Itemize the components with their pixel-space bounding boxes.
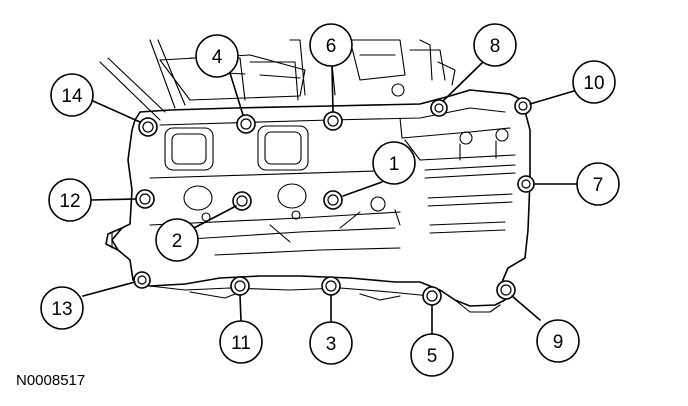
svg-text:7: 7	[593, 175, 604, 196]
svg-text:1: 1	[389, 154, 400, 175]
callout-8: 8	[473, 23, 517, 67]
bolt-5	[422, 286, 442, 306]
svg-text:6: 6	[326, 36, 337, 57]
svg-text:11: 11	[231, 333, 251, 354]
callout-14: 14	[50, 73, 94, 117]
bolt-3	[321, 276, 341, 296]
bolt-2	[232, 191, 252, 211]
bolt-7	[517, 175, 535, 193]
callout-13: 13	[40, 286, 84, 330]
callout-10: 10	[572, 60, 616, 104]
svg-text:3: 3	[326, 334, 337, 355]
svg-text:2: 2	[172, 231, 183, 252]
engine-background	[99, 39, 456, 121]
svg-text:10: 10	[583, 73, 604, 94]
callout-1: 1	[372, 141, 416, 185]
bolt-4	[236, 114, 256, 134]
svg-text:5: 5	[427, 346, 438, 367]
callout-9: 9	[536, 319, 580, 363]
svg-text:9: 9	[553, 332, 564, 353]
bolt-14	[138, 117, 158, 137]
bolt-10	[514, 97, 532, 115]
callout-5: 5	[410, 333, 454, 377]
bolt-12	[135, 189, 155, 209]
bolt-9	[496, 280, 516, 300]
bolt-13	[133, 271, 151, 289]
callout-4: 4	[195, 34, 239, 78]
callout-2: 2	[155, 218, 199, 262]
callout-6: 6	[309, 23, 353, 67]
callout-3: 3	[309, 321, 353, 365]
bolt-11	[230, 276, 250, 296]
svg-text:14: 14	[61, 86, 83, 107]
leader-lines	[82, 61, 579, 336]
callout-12: 12	[48, 178, 92, 222]
bolt-1	[323, 190, 343, 210]
callouts: 1 2 3 4 5 6 7 8	[40, 23, 620, 377]
callout-7: 7	[576, 162, 620, 206]
bolt-6	[323, 111, 343, 131]
svg-text:13: 13	[51, 299, 72, 320]
bolt-8	[430, 99, 448, 117]
valve-cover	[105, 89, 531, 313]
svg-text:4: 4	[212, 47, 223, 68]
svg-text:8: 8	[490, 36, 501, 57]
callout-11: 11	[219, 320, 263, 364]
figure-code: N0008517	[16, 372, 85, 389]
svg-text:12: 12	[59, 191, 80, 212]
bolts	[133, 97, 535, 306]
